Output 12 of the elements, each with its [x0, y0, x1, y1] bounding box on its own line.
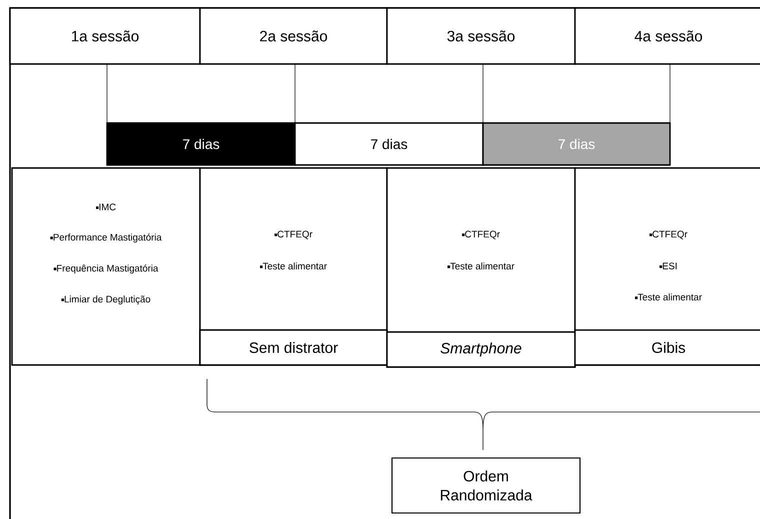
condition-box: Smartphone — [386, 331, 576, 368]
session-header: 2a sessão — [199, 7, 388, 65]
period-bar: 7 dias — [294, 122, 484, 166]
session-header: 1a sessão — [9, 7, 201, 65]
condition-box: Gibis — [574, 329, 760, 366]
session-header: 3a sessão — [386, 7, 576, 65]
period-bar: 7 dias — [106, 122, 296, 166]
order-box: Ordem Randomizada — [391, 457, 581, 514]
session-header: 4a sessão — [574, 7, 760, 65]
period-bar: 7 dias — [482, 122, 671, 166]
measures-box: IMC Performance Mastigatória Frequência Mastigatória Limiar de Deglutição — [11, 167, 201, 366]
condition-box: Sem distrator — [199, 329, 388, 366]
